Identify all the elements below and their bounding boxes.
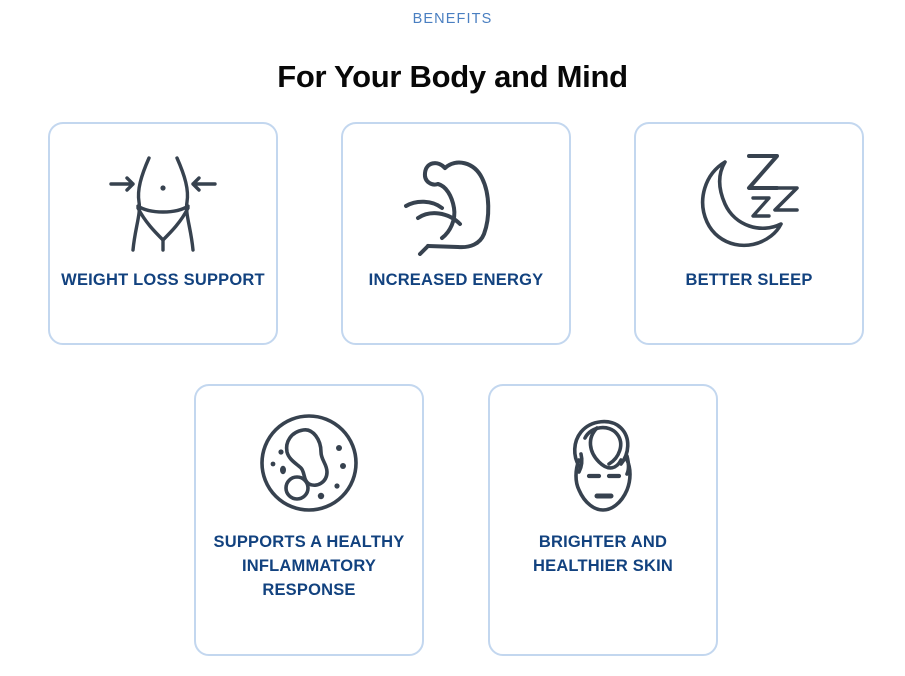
benefit-card-label: BRIGHTER AND HEALTHIER SKIN xyxy=(533,533,673,575)
benefit-card-weight-loss[interactable]: WEIGHT LOSS SUPPORT xyxy=(48,122,278,345)
benefit-card-label: SUPPORTS A HEALTHY INFLAMMATORY RESPONSE xyxy=(213,533,405,599)
benefit-card-inflammatory-response[interactable]: SUPPORTS A HEALTHY INFLAMMATORY RESPONSE xyxy=(194,384,424,656)
face-hair-towel-icon xyxy=(545,408,661,518)
benefit-card-label: BETTER SLEEP xyxy=(685,271,813,289)
benefit-card-increased-energy[interactable]: INCREASED ENERGY xyxy=(341,122,571,345)
page-title: For Your Body and Mind xyxy=(277,58,628,94)
benefit-card-better-sleep[interactable]: BETTER SLEEP xyxy=(634,122,864,345)
section-eyebrow: BENEFITS xyxy=(412,11,493,27)
benefit-card-label: INCREASED ENERGY xyxy=(368,271,544,289)
waist-slimming-icon xyxy=(105,146,221,256)
benefit-card-label: WEIGHT LOSS SUPPORT xyxy=(61,271,265,289)
benefit-card-brighter-skin[interactable]: BRIGHTER AND HEALTHIER SKIN xyxy=(488,384,718,656)
crescent-moon-zzz-icon xyxy=(691,146,807,256)
cell-icon xyxy=(251,408,367,518)
flexed-bicep-icon xyxy=(398,146,514,256)
